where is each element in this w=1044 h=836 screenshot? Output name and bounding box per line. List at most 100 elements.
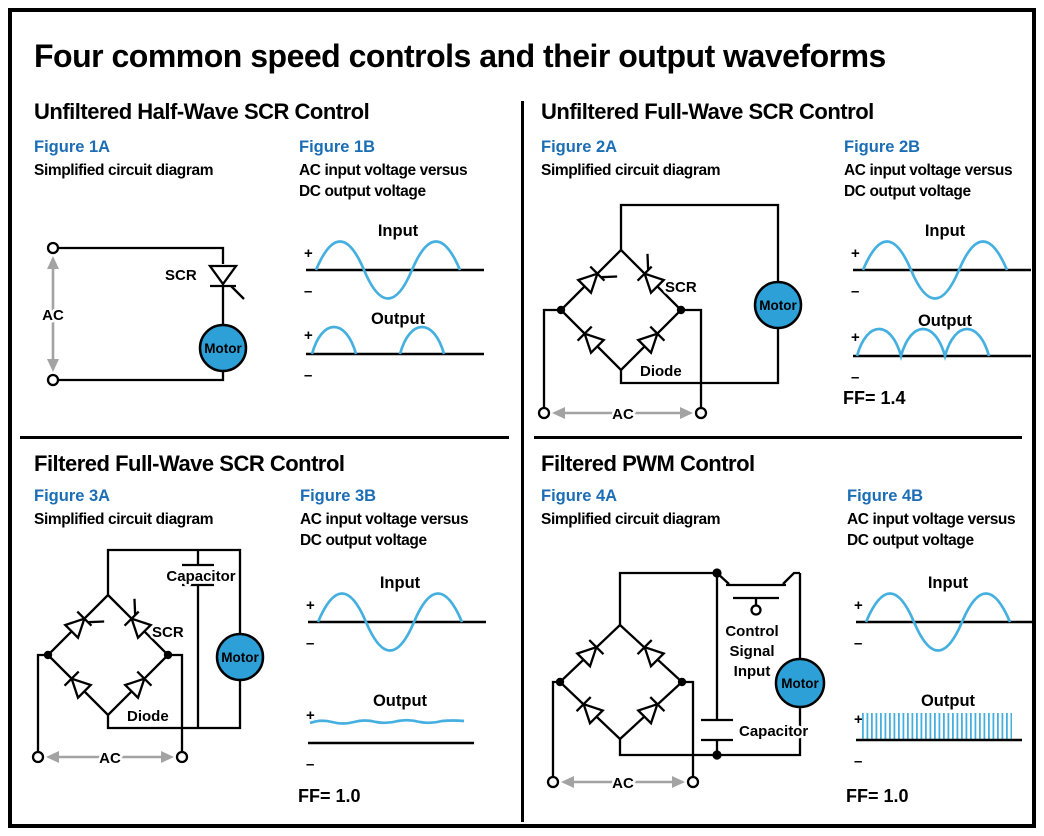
- minus-sign: –: [854, 635, 862, 652]
- ac-arrow-icon: [46, 751, 174, 763]
- ac-arrow-icon: [552, 407, 693, 419]
- caption-line: DC output voltage: [847, 532, 974, 549]
- ac-terminal: [46, 241, 60, 255]
- figure-label-2b: Figure 2B: [844, 138, 921, 156]
- waveform-input-4b: Input + –: [854, 574, 1034, 652]
- ac-arrow-icon: [561, 776, 685, 788]
- full-wave-output: [855, 327, 991, 362]
- minus-sign: –: [854, 753, 862, 770]
- figure-label-1a: Figure 1A: [34, 138, 111, 156]
- form-factor-label: FF= 1.0: [846, 786, 909, 806]
- minus-sign: –: [306, 756, 314, 773]
- vertical-divider: [521, 101, 524, 822]
- svg-text:Control: Control: [725, 623, 778, 640]
- scr-icon: [63, 601, 106, 644]
- motor-icon: Motor: [774, 657, 826, 709]
- bridge-diamond: [558, 623, 684, 741]
- figure-label-3a: Figure 3A: [34, 487, 111, 505]
- figure-label-3b: Figure 3B: [300, 487, 377, 505]
- circuit-wire: [551, 571, 802, 777]
- minus-sign: –: [851, 283, 859, 300]
- figure-caption-3b: AC input voltage versus DC output voltag…: [300, 509, 469, 551]
- scr-icon: [576, 256, 619, 299]
- page-border: [8, 8, 1036, 828]
- waveform-output-1b: Output + –: [304, 310, 484, 384]
- circuit-diagram-1a: Motor AC SCR: [40, 241, 248, 387]
- circuit-diagram-4a: Motor AC Control Signal Input Capacitor: [546, 568, 826, 795]
- figure-caption-4b: AC input voltage versus DC output voltag…: [847, 509, 1016, 551]
- input-sine-wave: [861, 240, 1009, 300]
- svg-text:Motor: Motor: [781, 676, 819, 691]
- capacitor-label: Capacitor: [166, 568, 235, 585]
- scr-label: SCR: [152, 624, 184, 641]
- svg-text:Motor: Motor: [759, 298, 797, 313]
- motor-icon: Motor: [753, 280, 803, 330]
- circuit-diagram-3a: Motor AC SCR Diode Capacitor: [31, 548, 265, 770]
- plus-sign: +: [306, 597, 315, 614]
- half-wave-output: [310, 325, 446, 355]
- output-title: Output: [373, 692, 428, 710]
- ac-label: AC: [42, 307, 64, 324]
- output-title: Output: [921, 692, 976, 710]
- svg-text:Input: Input: [734, 663, 771, 680]
- junction-dot: [556, 305, 566, 315]
- ac-label: AC: [99, 750, 121, 767]
- figure-label-4b: Figure 4B: [847, 487, 924, 505]
- figure-label-1b: Figure 1B: [299, 138, 376, 156]
- junction-dot: [712, 568, 722, 578]
- capacitor-icon: [701, 573, 733, 755]
- diode-label: Diode: [640, 363, 682, 380]
- circuit-diagram-2a: Motor AC SCR Diode: [537, 203, 803, 426]
- caption-line: AC input voltage versus: [300, 511, 469, 528]
- section-heading: Filtered PWM Control: [541, 451, 755, 476]
- bridge-diamond: [559, 248, 683, 372]
- figure-caption-2b: AC input voltage versus DC output voltag…: [844, 160, 1013, 202]
- svg-text:Signal: Signal: [729, 643, 774, 660]
- transistor-icon: [716, 571, 800, 616]
- input-title: Input: [928, 574, 969, 592]
- circuit-wire: [57, 246, 225, 382]
- scr-label: SCR: [165, 267, 197, 284]
- waveform-output-4b: Output + –: [854, 692, 1022, 770]
- bridge-diamond: [46, 593, 170, 717]
- svg-text:Motor: Motor: [204, 341, 242, 356]
- waveform-input-2b: Input + –: [851, 222, 1031, 300]
- input-title: Input: [925, 222, 966, 240]
- input-title: Input: [378, 222, 419, 240]
- waveform-input-1b: Input + –: [304, 222, 484, 300]
- filtered-dc-output: [309, 718, 465, 725]
- minus-sign: –: [304, 367, 312, 384]
- junction-dot: [677, 677, 687, 687]
- control-signal-input-label: Control Signal Input: [723, 621, 781, 683]
- figure-caption-1a: Simplified circuit diagram: [34, 162, 214, 179]
- plus-sign: +: [851, 245, 860, 262]
- section-heading: Unfiltered Full-Wave SCR Control: [541, 99, 874, 124]
- ac-terminal: [31, 750, 45, 764]
- waveform-output-2b: Output + –: [851, 312, 1031, 386]
- ac-terminal: [46, 373, 60, 387]
- caption-line: DC output voltage: [300, 532, 427, 549]
- input-title: Input: [380, 574, 421, 592]
- plus-sign: +: [304, 245, 313, 262]
- ac-terminal: [546, 775, 560, 789]
- junction-dot: [555, 677, 565, 687]
- circuit-wire: [36, 548, 242, 752]
- figure-label-4a: Figure 4A: [541, 487, 618, 505]
- plus-sign: +: [306, 707, 315, 724]
- input-sine-wave: [316, 592, 464, 652]
- motor-icon: Motor: [215, 632, 265, 682]
- waveform-output-3b: Output + –: [306, 692, 474, 773]
- input-sine-wave: [864, 592, 1012, 652]
- junction-dot: [712, 750, 722, 760]
- junction-dot: [163, 650, 173, 660]
- plus-sign: +: [851, 329, 860, 346]
- output-title: Output: [918, 312, 973, 330]
- output-title: Output: [371, 310, 426, 328]
- figure-label-2a: Figure 2A: [541, 138, 618, 156]
- ac-terminal: [694, 406, 708, 420]
- caption-line: DC output voltage: [844, 183, 971, 200]
- plus-sign: +: [854, 597, 863, 614]
- ac-terminal: [686, 775, 700, 789]
- caption-line: AC input voltage versus: [299, 162, 468, 179]
